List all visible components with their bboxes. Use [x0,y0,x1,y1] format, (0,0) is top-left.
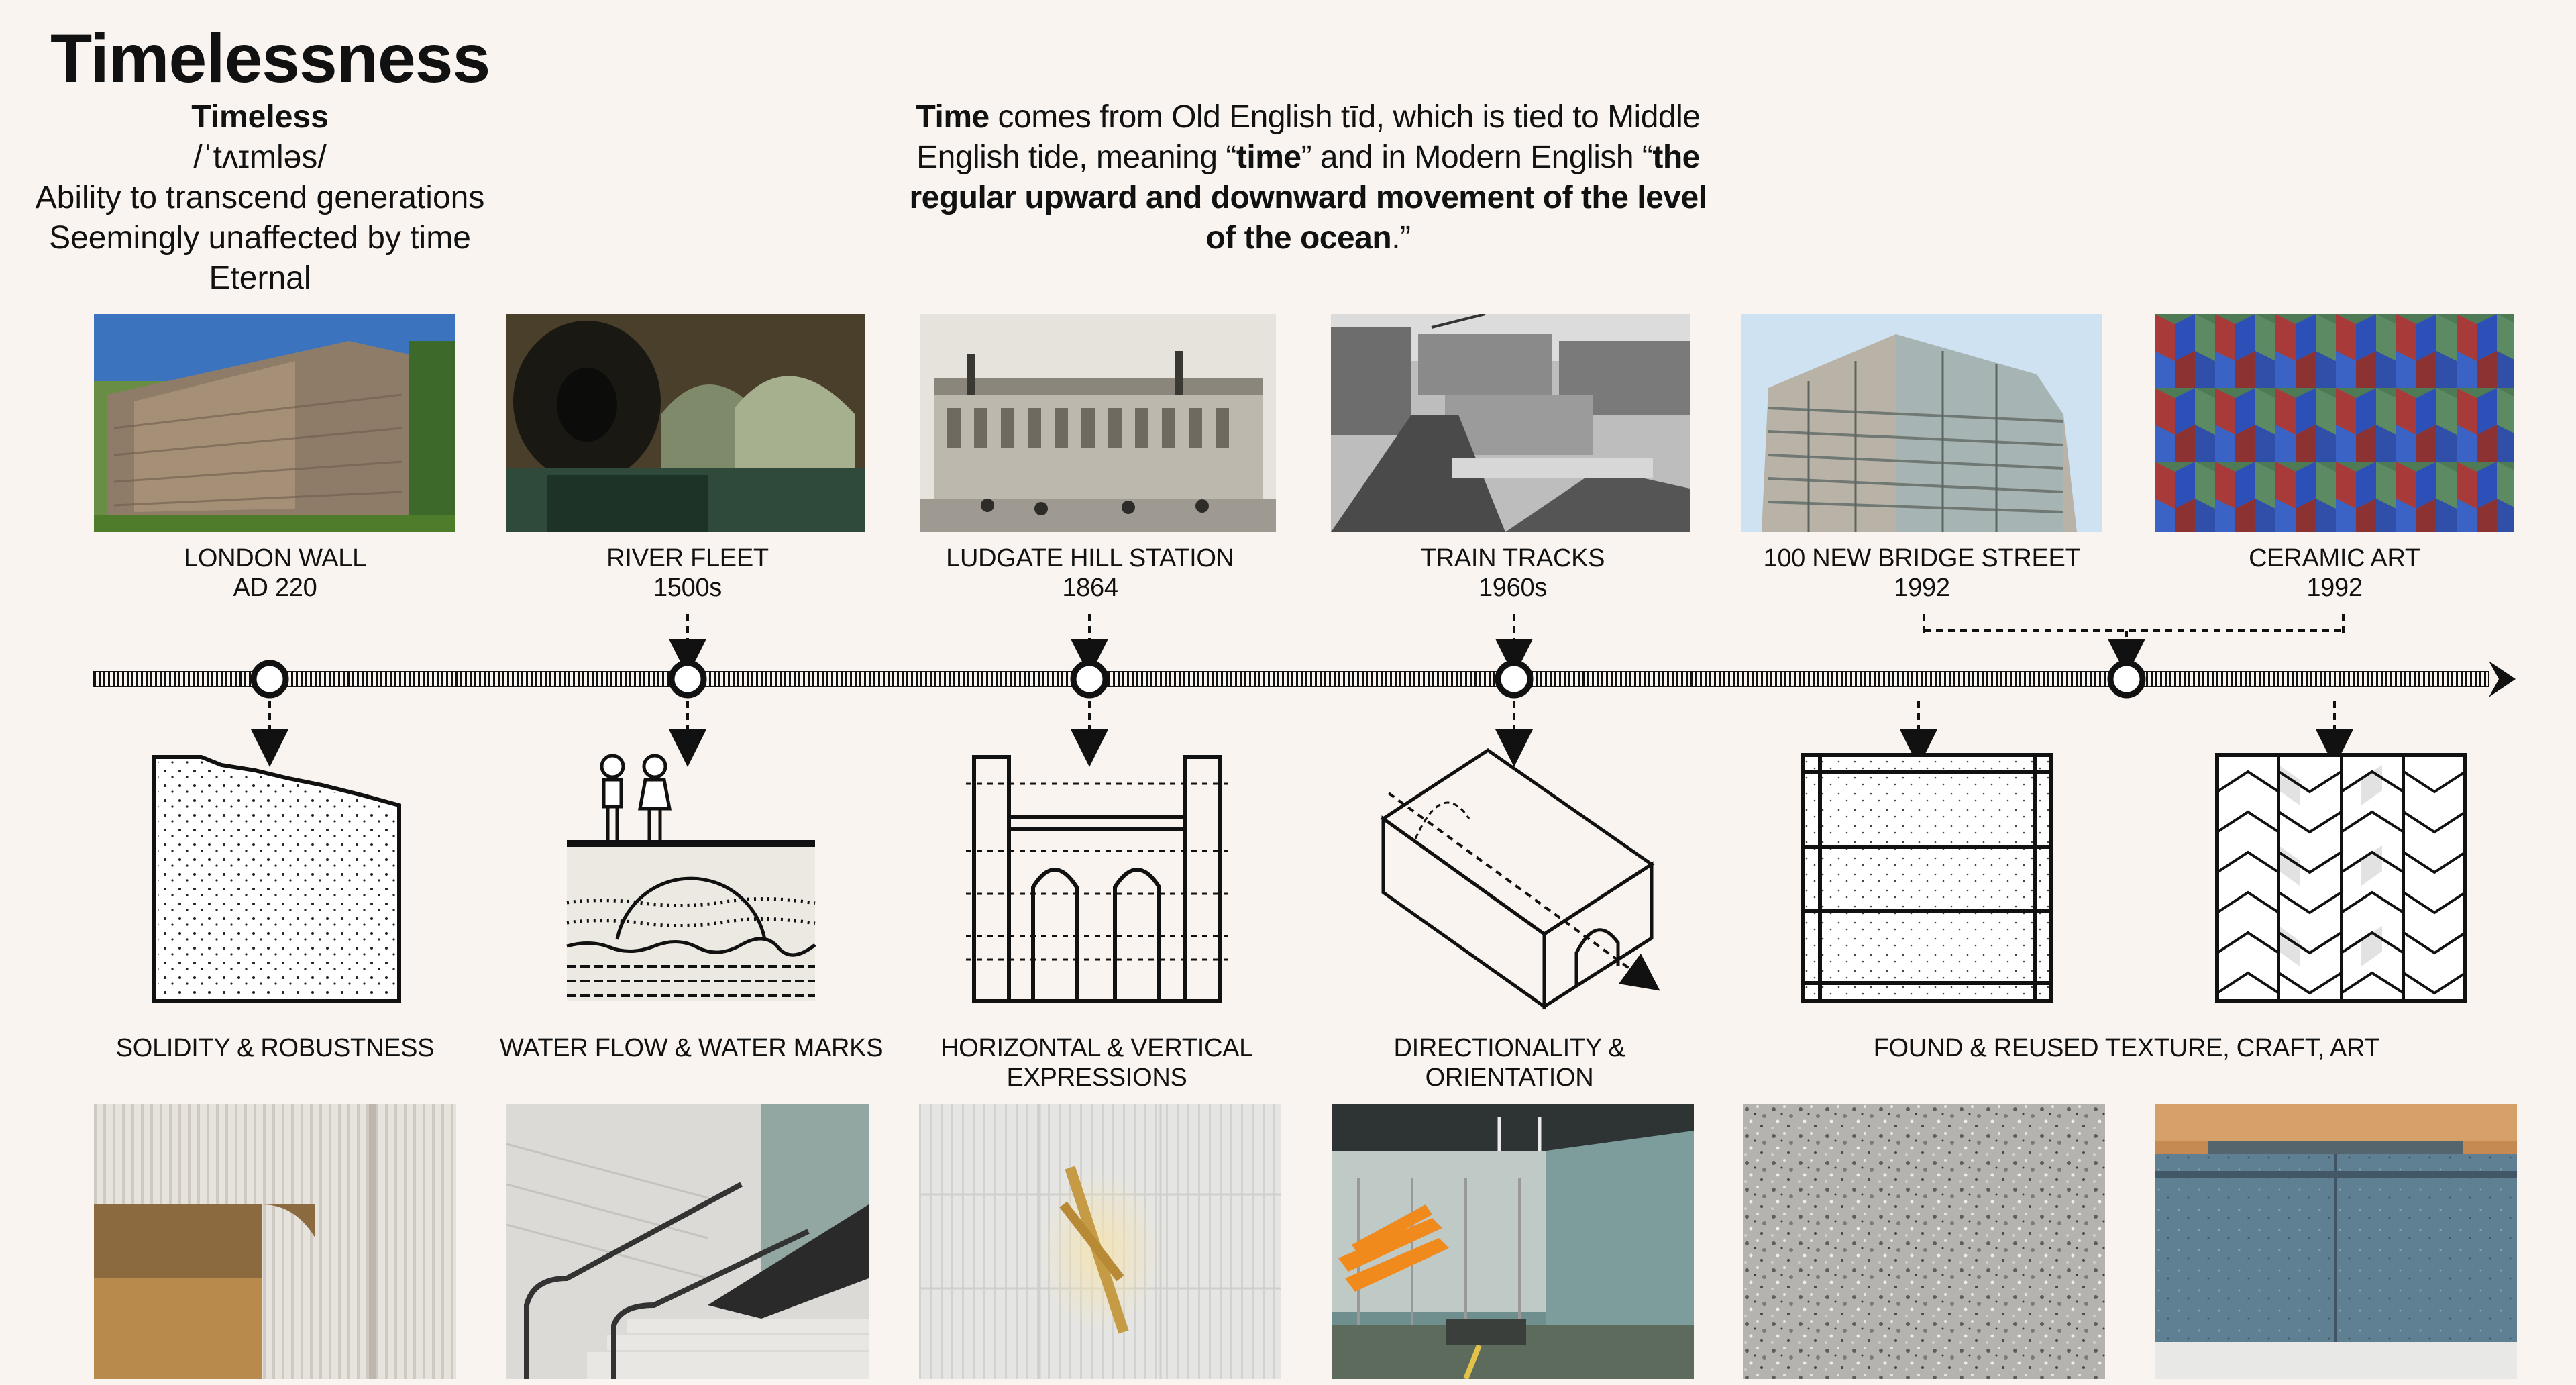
definition-block: Timeless /ˈtʌɪmləs/ Ability to transcend… [27,97,493,299]
etymology-emphasis: the [1652,140,1700,175]
aerial-city-photo [1331,314,1690,532]
etymology-line-3: regular upward and downward movement of … [909,180,1707,215]
milestone-name: TRAIN TRACKS [1420,544,1605,572]
milestone-label: LONDON WALL AD 220 [141,544,409,603]
definition-line: Seemingly unaffected by time [49,220,471,256]
facade-elevation-icon [966,755,1228,1003]
category-label: SOLIDITY & ROBUSTNESS [107,1033,443,1063]
milestone-date: 1960s [1478,574,1548,602]
category-line: SOLIDITY & ROBUSTNESS [115,1034,435,1062]
timeline-node [2107,660,2146,699]
timeline-arrowhead-icon [2489,661,2516,697]
milestone-date: 1992 [1894,574,1950,602]
milestone-date: 1992 [2306,574,2363,602]
etymology-text: ” and in Modern English “ [1301,140,1653,175]
category-line: ORIENTATION [1425,1064,1594,1092]
etymology-line-4: of the ocean.” [899,218,1717,258]
interior-installation-photo [1332,1104,1694,1379]
milestone-label: TRAIN TRACKS 1960s [1379,544,1647,603]
etymology-line-2: English tide, meaning “time” and in Mode… [899,138,1717,178]
milestone-name: LONDON WALL [184,544,366,572]
office-building-photo [1741,314,2102,532]
brass-wall-light-photo [919,1104,1281,1379]
etymology-emphasis: Time [916,99,990,135]
ceramic-tiles-photo [2155,314,2514,532]
milestone-date: AD 220 [233,574,317,602]
timeline-node [668,660,707,699]
roman-wall-photo [94,314,455,532]
granite-texture-photo [1743,1104,2105,1379]
category-line: DIRECTIONALITY & [1393,1034,1625,1062]
category-label: WATER FLOW & WATER MARKS [500,1033,883,1063]
water-flow-icon [566,754,816,1001]
milestone-date: 1864 [1062,574,1118,602]
timeline-node [1070,660,1109,699]
stone-panel-grid-icon [1801,753,2053,1003]
category-label: FOUND & REUSED TEXTURE, CRAFT, ART [1858,1033,2395,1063]
definition-line: Eternal [209,260,311,296]
milestone-label: RIVER FLEET 1500s [553,544,822,603]
category-line: EXPRESSIONS [1006,1064,1187,1092]
timeline-node [1495,660,1534,699]
etymology-emphasis: of the ocean [1205,220,1392,256]
definition-pronunciation: /ˈtʌɪmləs/ [193,140,327,175]
timeline-node [250,660,289,699]
etymology-line-1: Time comes from Old English tīd, which i… [899,97,1717,138]
milestone-label: LUDGATE HILL STATION 1864 [922,544,1258,603]
category-line: FOUND & REUSED TEXTURE, CRAFT, ART [1873,1034,2380,1062]
chevron-tile-pattern-icon [2215,753,2467,1003]
timeline-diagram [93,614,2516,1010]
milestone-name: 100 NEW BRIDGE STREET [1763,544,2081,572]
etymology-emphasis: time [1236,140,1301,175]
staircase-photo [506,1104,869,1379]
etymology-block: Time comes from Old English tīd, which i… [899,97,1717,258]
page-title: Timelessness [50,20,490,97]
fluted-wall-photo [94,1104,456,1379]
category-line: WATER FLOW & WATER MARKS [500,1034,883,1062]
etymology-text: comes from Old English tīd, which is tie… [989,99,1701,135]
category-label: DIRECTIONALITY & ORIENTATION [1342,1033,1677,1092]
terrazzo-panel-photo [2155,1104,2517,1379]
milestone-name: LUDGATE HILL STATION [946,544,1234,572]
milestone-date: 1500s [653,574,722,602]
milestone-name: CERAMIC ART [2249,544,2420,572]
milestone-label: 100 NEW BRIDGE STREET 1992 [1754,544,2090,603]
station-engraving [920,314,1276,532]
etymology-text: .” [1391,220,1411,256]
definition-line: Ability to transcend generations [35,180,485,215]
etymology-text: English tide, meaning “ [916,140,1236,175]
tunnel-isometric-icon [1380,748,1660,1010]
tunnel-photo [506,314,865,532]
wall-fragment-icon [152,755,401,1003]
milestone-label: CERAMIC ART 1992 [2200,544,2469,603]
milestone-name: RIVER FLEET [606,544,769,572]
definition-word: Timeless [191,99,329,135]
timeline-axis [93,661,2516,697]
category-label: HORIZONTAL & VERTICAL EXPRESSIONS [929,1033,1265,1092]
category-line: HORIZONTAL & VERTICAL [941,1034,1253,1062]
